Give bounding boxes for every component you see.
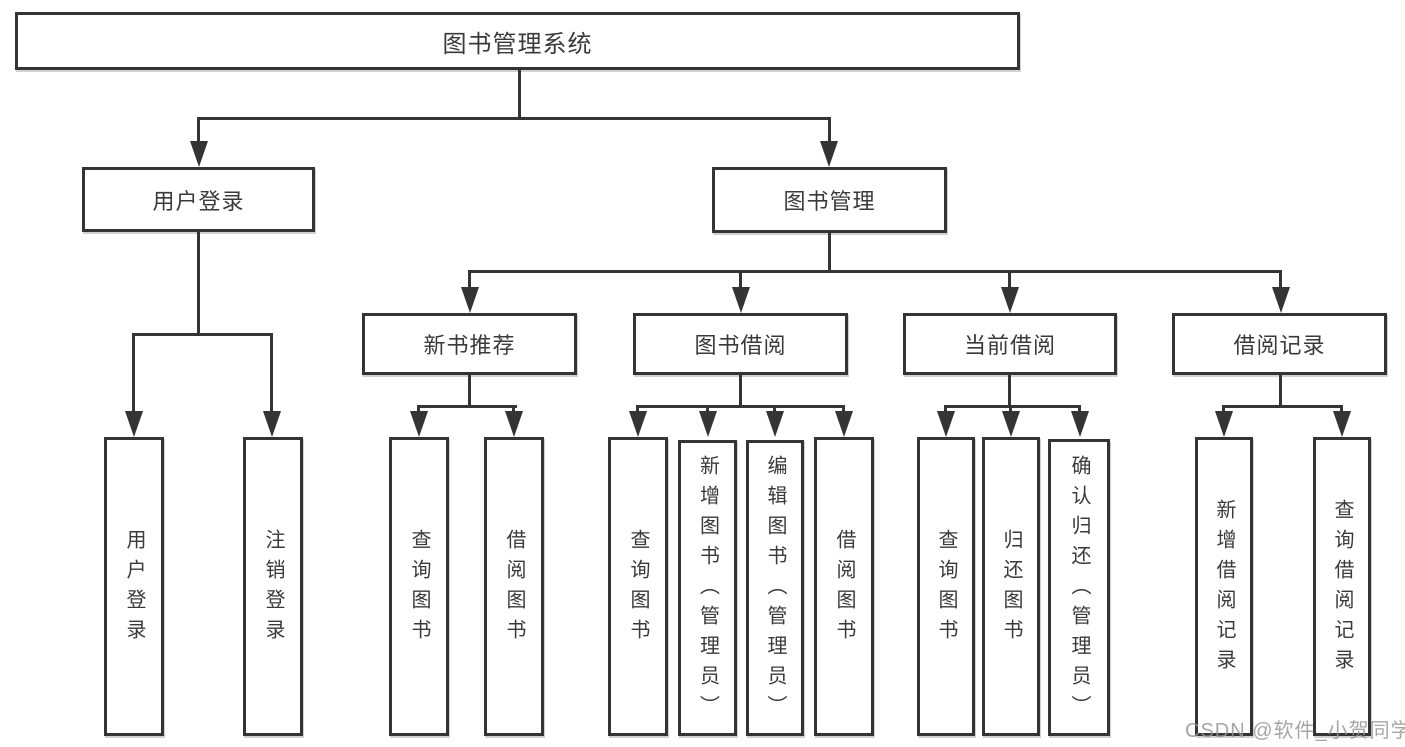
node-book-borrowing: 图书借阅 <box>633 313 848 375</box>
leaf-query-books-recommend: 查询图书 <box>389 437 449 736</box>
node-new-book-recommendation-label: 新书推荐 <box>423 333 516 358</box>
connector-hline <box>197 117 831 120</box>
connector-vline <box>828 233 831 272</box>
leaf-logout-label: 注销登录 <box>262 528 284 649</box>
connector-vline <box>468 375 471 408</box>
connector-vline <box>842 405 845 415</box>
leaf-user-login: 用户登录 <box>104 437 164 736</box>
connector-vline <box>706 405 709 415</box>
node-borrowing-records-label: 借阅记录 <box>1233 333 1326 358</box>
connector-vline <box>828 117 831 145</box>
connector-vline <box>468 270 471 290</box>
leaf-query-books-borrowing-label: 查询图书 <box>627 528 649 649</box>
connector-vline <box>1078 405 1081 415</box>
leaf-return-books: 归还图书 <box>982 437 1040 736</box>
leaf-borrow-books-recommend-label: 借阅图书 <box>503 528 525 649</box>
leaf-user-login-label: 用户登录 <box>123 528 145 649</box>
connector-vline <box>1279 270 1282 290</box>
arrowhead-down-icon <box>1272 287 1290 313</box>
connector-vline <box>739 270 742 290</box>
leaf-borrow-books-borrowing: 借阅图书 <box>814 437 874 736</box>
connector-vline <box>197 232 200 335</box>
connector-vline <box>518 70 521 118</box>
leaf-add-borrow-record: 新增借阅记录 <box>1195 437 1253 736</box>
leaf-query-books-current-label: 查询图书 <box>935 528 957 649</box>
arrowhead-down-icon <box>937 411 955 437</box>
arrowhead-down-icon <box>263 411 281 437</box>
connector-hline <box>132 333 273 336</box>
node-book-borrowing-label: 图书借阅 <box>694 333 787 358</box>
arrowhead-down-icon <box>699 411 717 437</box>
leaf-logout: 注销登录 <box>243 437 303 736</box>
leaf-return-books-label: 归还图书 <box>1000 528 1022 649</box>
leaf-add-book-admin: 新增图书（管理员） <box>678 440 737 736</box>
node-user-login-label: 用户登录 <box>152 188 245 214</box>
connector-vline <box>944 405 947 415</box>
arrowhead-down-icon <box>732 287 750 313</box>
node-borrowing-records: 借阅记录 <box>1172 313 1387 375</box>
arrowhead-down-icon <box>1215 411 1233 437</box>
arrowhead-down-icon <box>1002 411 1020 437</box>
connector-vline <box>197 117 200 145</box>
leaf-confirm-return-admin: 确认归还（管理员） <box>1048 439 1110 736</box>
leaf-borrow-books-borrowing-label: 借阅图书 <box>833 528 855 649</box>
connector-hline <box>636 405 844 408</box>
connector-vline <box>739 375 742 408</box>
arrowhead-down-icon <box>461 287 479 313</box>
leaf-query-books-borrowing: 查询图书 <box>608 437 668 736</box>
connector-vline <box>773 405 776 415</box>
connector-vline <box>1340 405 1343 415</box>
node-new-book-recommendation: 新书推荐 <box>362 313 577 375</box>
node-book-management-label: 图书管理 <box>783 189 876 214</box>
connector-vline <box>1008 375 1011 408</box>
connector-hline <box>468 270 1282 273</box>
node-book-management: 图书管理 <box>712 167 947 233</box>
arrowhead-down-icon <box>820 141 838 167</box>
arrowhead-down-icon <box>125 411 143 437</box>
connector-vline <box>636 405 639 415</box>
arrowhead-down-icon <box>1001 287 1019 313</box>
connector-vline <box>270 333 273 413</box>
leaf-query-borrow-record-label: 查询借阅记录 <box>1331 498 1353 679</box>
leaf-query-books-current: 查询图书 <box>917 437 975 736</box>
arrowhead-down-icon <box>410 411 428 437</box>
connector-vline <box>1222 405 1225 415</box>
node-root-label: 图书管理系统 <box>442 30 593 58</box>
leaf-add-borrow-record-label: 新增借阅记录 <box>1213 498 1235 679</box>
arrowhead-down-icon <box>1333 411 1351 437</box>
arrowhead-down-icon <box>190 141 208 167</box>
leaf-confirm-return-admin-label: 确认归还（管理员） <box>1068 454 1090 725</box>
connector-hline <box>1222 405 1342 408</box>
leaf-query-borrow-record: 查询借阅记录 <box>1313 437 1371 736</box>
connector-hline <box>417 405 517 408</box>
leaf-edit-book-admin: 编辑图书（管理员） <box>746 440 804 736</box>
connector-vline <box>132 333 135 413</box>
leaf-edit-book-admin-label: 编辑图书（管理员） <box>764 455 786 725</box>
watermark: CSDN @软件_小贺同学 <box>1185 720 1405 742</box>
connector-vline <box>1008 270 1011 290</box>
arrowhead-down-icon <box>835 411 853 437</box>
node-current-borrowing: 当前借阅 <box>903 313 1117 375</box>
node-user-login: 用户登录 <box>82 167 315 232</box>
arrowhead-down-icon <box>505 411 523 437</box>
leaf-borrow-books-recommend: 借阅图书 <box>484 437 544 736</box>
connector-vline <box>1009 405 1012 415</box>
node-current-borrowing-label: 当前借阅 <box>963 333 1056 358</box>
node-root: 图书管理系统 <box>15 12 1020 70</box>
arrowhead-down-icon <box>766 411 784 437</box>
connector-vline <box>1279 375 1282 408</box>
connector-vline <box>417 405 420 415</box>
connector-vline <box>512 405 515 415</box>
arrowhead-down-icon <box>1071 411 1089 437</box>
arrowhead-down-icon <box>629 411 647 437</box>
leaf-add-book-admin-label: 新增图书（管理员） <box>696 455 719 725</box>
leaf-query-books-recommend-label: 查询图书 <box>408 528 430 649</box>
connector-hline <box>944 405 1081 408</box>
